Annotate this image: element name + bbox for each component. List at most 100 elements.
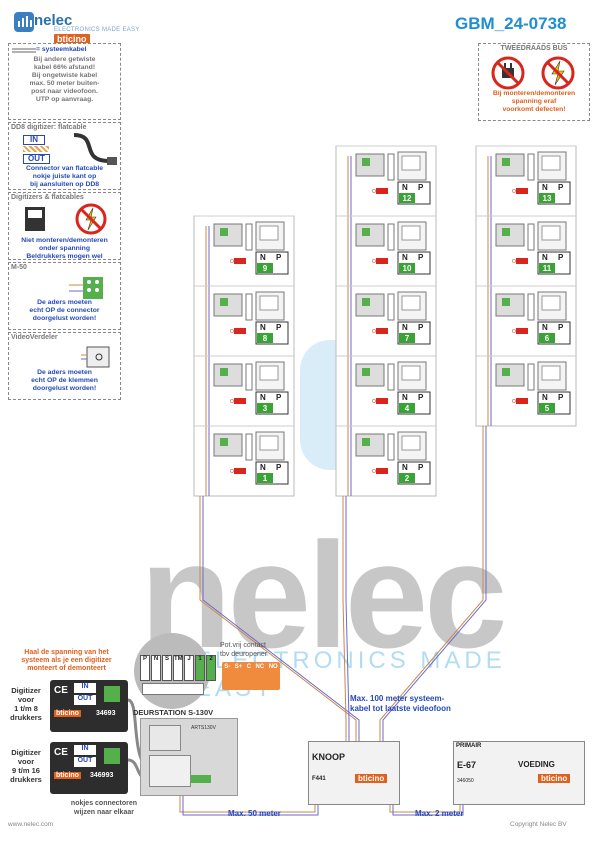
contact-pin: S- bbox=[224, 664, 231, 670]
monitor-terminal bbox=[527, 223, 535, 251]
note-line: post naar videofoon. bbox=[31, 88, 98, 95]
off-switch bbox=[376, 188, 388, 194]
n-label: N bbox=[542, 323, 548, 332]
unit-number: 12 bbox=[403, 194, 412, 203]
videoverdeler-icon bbox=[81, 346, 110, 368]
monitor-terminal bbox=[245, 363, 253, 391]
monitor-screen bbox=[541, 155, 561, 171]
note-line: nokje juiste kant op bbox=[32, 173, 97, 180]
note-line: max. 50 meter buiten- bbox=[29, 80, 100, 87]
off-label: OFF bbox=[230, 259, 240, 265]
distributor-terminal bbox=[502, 228, 510, 236]
distributor-terminal bbox=[502, 368, 510, 376]
cable-max2 bbox=[392, 803, 464, 816]
off-switch bbox=[516, 328, 528, 334]
note-line: kabel 66% afstand! bbox=[33, 64, 96, 71]
nokjes-line: wijzen naar elkaar bbox=[74, 809, 134, 816]
off-switch bbox=[234, 328, 246, 334]
distributor-terminal bbox=[502, 298, 510, 306]
digitizer1-label: Digitizer voor 1 t/m 8 drukkers bbox=[6, 686, 46, 722]
p-label: P bbox=[276, 393, 282, 402]
p-label: P bbox=[558, 323, 564, 332]
off-switch bbox=[516, 188, 528, 194]
note-line: Bij monteren/demonteren bbox=[492, 90, 576, 97]
warning-line: systeem als je een digitizer bbox=[21, 657, 112, 664]
note-line: Bij andere getwiste bbox=[33, 56, 96, 63]
note-line: = systeemkabel bbox=[36, 46, 87, 53]
off-label: OFF bbox=[230, 469, 240, 475]
unit-number-bg bbox=[257, 263, 273, 273]
no-power-icon bbox=[75, 203, 107, 235]
max50-label: Max. 50 meter bbox=[228, 809, 281, 818]
monitor-terminal bbox=[387, 153, 395, 181]
cable-icon bbox=[12, 48, 36, 53]
off-switch bbox=[516, 258, 528, 264]
note-line: bij aansluiten op DD8 bbox=[29, 181, 100, 188]
m50-connector-icon bbox=[69, 277, 103, 299]
monitor-terminal bbox=[245, 223, 253, 251]
n-label: N bbox=[260, 323, 266, 332]
no-plug-icon bbox=[491, 56, 525, 90]
label-line: 1 t/m 8 bbox=[14, 704, 38, 713]
monitor-screen bbox=[259, 435, 279, 451]
ce-mark: CE bbox=[54, 747, 68, 758]
distributor-terminal bbox=[362, 158, 370, 166]
p-label: P bbox=[418, 183, 424, 192]
note-digitizers: Digitizers & flatcables Niet monteren/de… bbox=[8, 192, 121, 260]
knoop-module: KNOOP F441 bticino bbox=[308, 741, 400, 805]
note-line: onder spanning bbox=[39, 245, 90, 252]
cable-max2 bbox=[389, 803, 461, 813]
monitor-terminal bbox=[527, 153, 535, 181]
digitizer2-module: CE IN OUT bticino 346993 bbox=[50, 742, 128, 794]
monitor-screen bbox=[401, 155, 421, 171]
monitor-terminal bbox=[387, 223, 395, 251]
deurstation-panel: ARTS130V bbox=[140, 718, 238, 796]
max2-label: Max. 2 meter bbox=[415, 809, 464, 818]
voeding-primair: PRIMAIR bbox=[456, 743, 482, 749]
contact-pin: NO bbox=[268, 664, 278, 670]
n-label: N bbox=[542, 253, 548, 262]
note-line: echt OP de connector bbox=[29, 307, 100, 314]
label-line: drukkers bbox=[10, 775, 42, 784]
unit-number-bg bbox=[539, 333, 555, 343]
off-switch bbox=[234, 468, 246, 474]
p-label: P bbox=[418, 253, 424, 262]
n-label: N bbox=[402, 183, 408, 192]
trunk-cable bbox=[382, 426, 487, 741]
label-line: voor bbox=[17, 695, 35, 704]
ce-mark: CE bbox=[54, 685, 68, 696]
unit-number-bg bbox=[257, 333, 273, 343]
n-label: N bbox=[402, 323, 408, 332]
logo-text: nelec bbox=[34, 12, 73, 29]
n-label: N bbox=[542, 393, 548, 402]
unit-number-bg bbox=[539, 193, 555, 203]
document-code: GBM_24-0738 bbox=[455, 14, 567, 33]
off-switch bbox=[234, 258, 246, 264]
n-label: N bbox=[402, 253, 408, 262]
label-line: voor bbox=[17, 757, 35, 766]
trunk-cable bbox=[345, 496, 350, 741]
n-label: N bbox=[260, 253, 266, 262]
note-line: Connector van flatcable bbox=[25, 165, 104, 172]
distributor-terminal bbox=[220, 368, 228, 376]
p-label: P bbox=[418, 463, 424, 472]
p-label: P bbox=[418, 323, 424, 332]
unit-number: 2 bbox=[405, 474, 410, 483]
terminal-pin: 1 bbox=[195, 655, 205, 681]
distributor-terminal bbox=[220, 298, 228, 306]
note-m50: M-50 De aders moeten echt OP de connecto… bbox=[8, 262, 121, 330]
off-label: OFF bbox=[512, 259, 522, 265]
off-label: OFF bbox=[372, 259, 382, 265]
note-line: De aders moeten bbox=[37, 299, 92, 306]
unit-number: 8 bbox=[263, 334, 268, 343]
watermark-text: nelec bbox=[140, 511, 508, 679]
p-label: P bbox=[558, 183, 564, 192]
note-line: voorkomt defecten! bbox=[502, 106, 566, 113]
footer-url: www.nelec.com bbox=[8, 821, 54, 828]
unit-number: 5 bbox=[545, 404, 550, 413]
distributor-terminal bbox=[362, 228, 370, 236]
n-label: N bbox=[260, 463, 266, 472]
terminal-pin: P bbox=[140, 655, 150, 681]
